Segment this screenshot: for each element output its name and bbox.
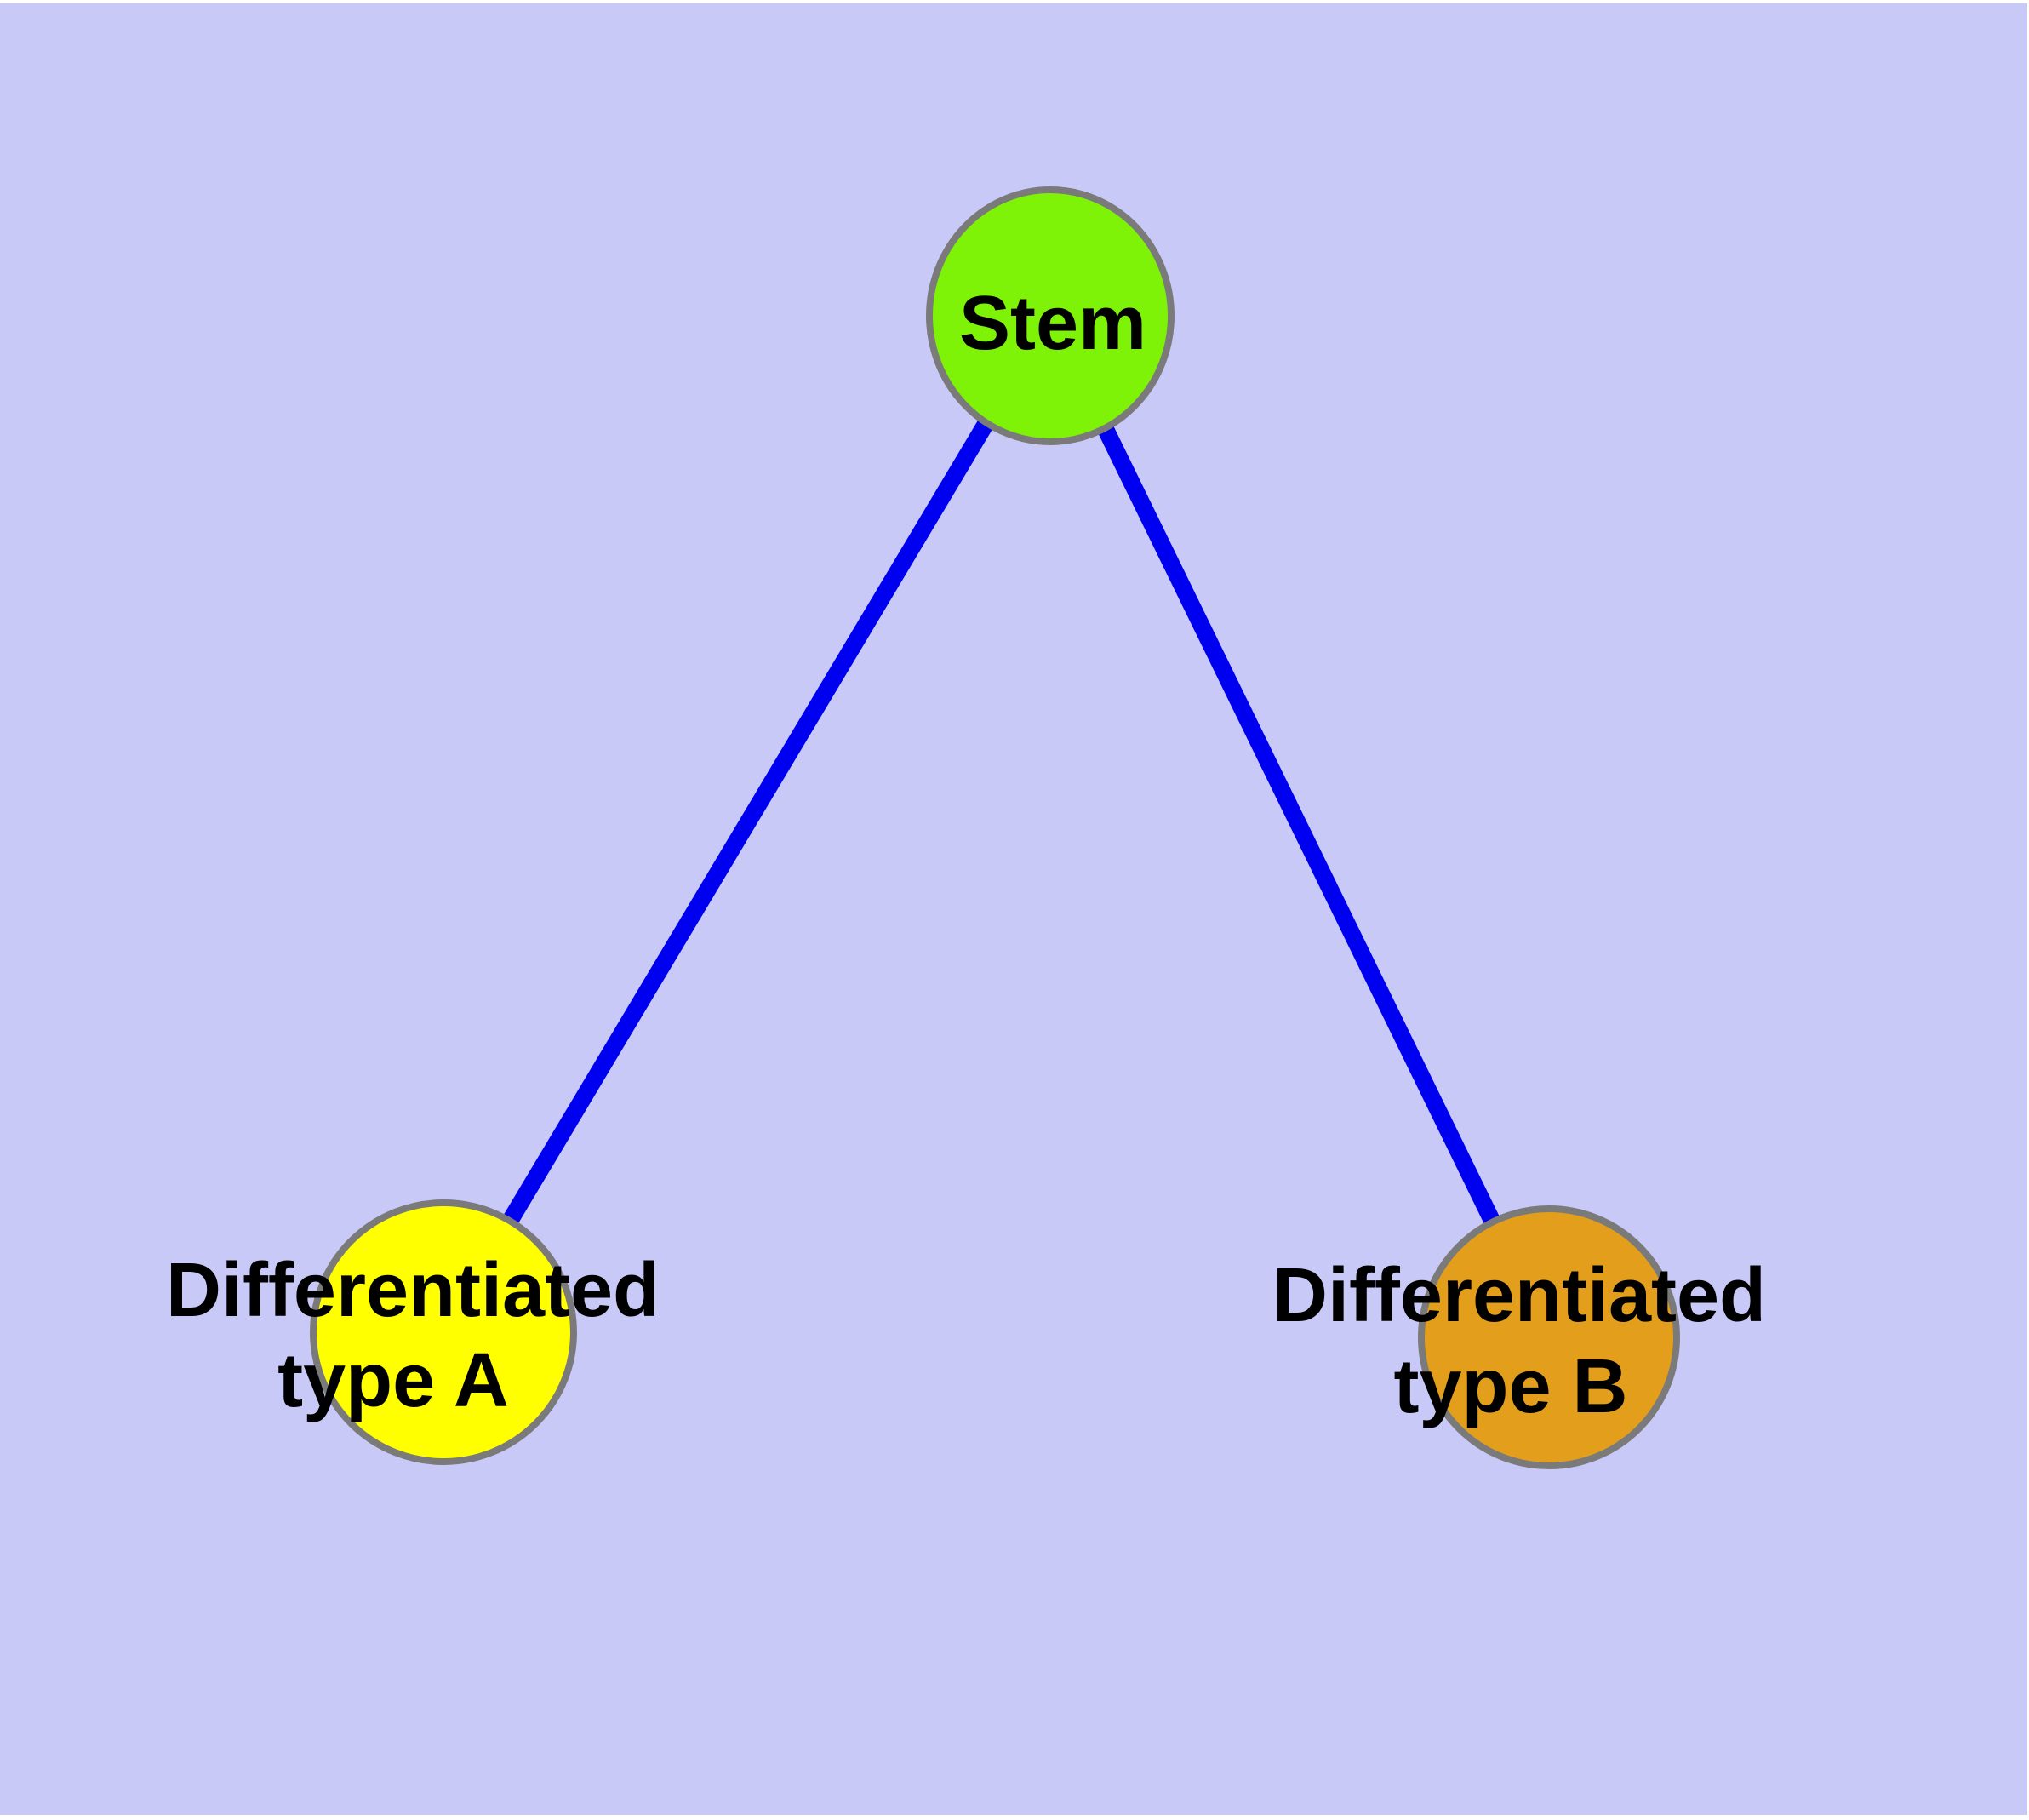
node-label-diff-b-line-2: type B (1393, 1344, 1627, 1429)
node-label-diff-b-line-1: Differentiated (1272, 1253, 1766, 1338)
graph-edge-stem-diff-a (436, 311, 1058, 1337)
node-label-diff-a-line-2: type A (277, 1338, 509, 1423)
graph-edge-stem-diff-b (1043, 312, 1557, 1342)
node-label-diff-a-line-1: Differentiated (166, 1248, 660, 1333)
nodes-layer (310, 186, 1680, 1469)
graph-node-diff-b (1418, 1205, 1680, 1469)
node-label-stem-line-1: Stem (959, 281, 1146, 366)
graph-node-stem (926, 186, 1175, 445)
edges-layer (436, 311, 1557, 1342)
graph-node-diff-a (310, 1199, 577, 1465)
